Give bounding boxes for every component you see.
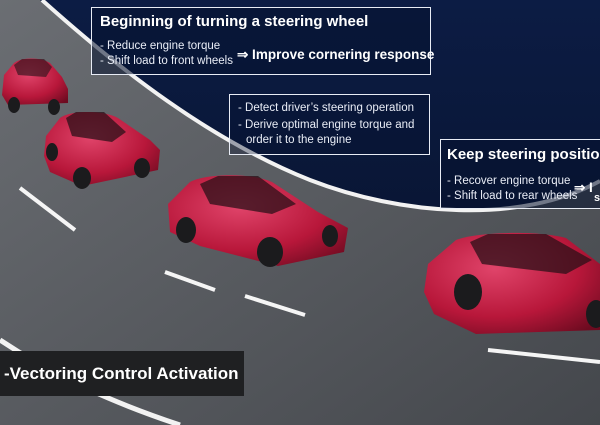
- callout-title: Beginning of turning a steering wheel: [100, 13, 369, 30]
- car-3: [168, 175, 348, 267]
- callout-line: - Detect driver’s steering operation: [238, 102, 414, 114]
- car-1: [2, 58, 68, 115]
- callout-line: - Shift load to front wheels: [100, 55, 233, 67]
- callout-line: - Derive optimal engine torque and: [238, 119, 415, 131]
- callout-result: ⇒ Improve cornering response: [237, 47, 435, 62]
- callout-result: ⇒ I: [574, 180, 593, 195]
- callout-detect-steering: - Detect driver’s steering operation - D…: [229, 94, 430, 155]
- callout-line: - Reduce engine torque: [100, 40, 221, 52]
- car-4: [424, 232, 600, 334]
- car-2: [44, 112, 160, 189]
- callout-line: order it to the engine: [246, 134, 352, 146]
- callout-keep-steering-position: Keep steering position - Recover engine …: [440, 139, 600, 209]
- callout-line: - Recover engine torque: [447, 175, 571, 187]
- lane-dashes: [18, 186, 600, 364]
- callout-beginning-of-turning: Beginning of turning a steering wheel - …: [91, 7, 435, 75]
- callout-line: - Shift load to rear wheels: [447, 190, 578, 202]
- callout-result-continued: s: [594, 192, 600, 204]
- activation-banner: -Vectoring Control Activation: [0, 351, 244, 396]
- callout-title: Keep steering position: [447, 146, 600, 163]
